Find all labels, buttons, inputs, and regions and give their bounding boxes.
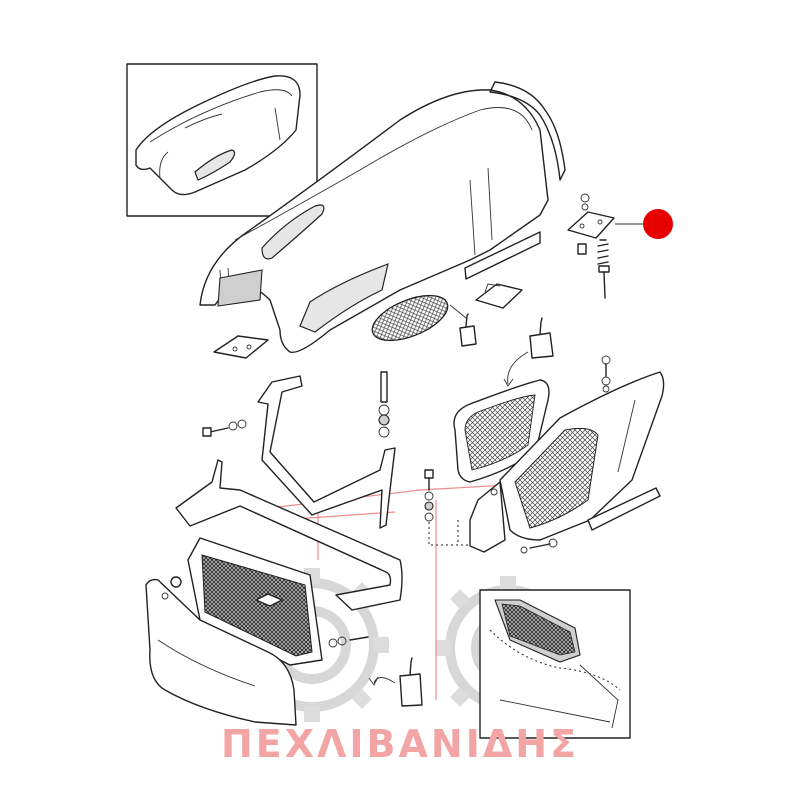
side-rod	[587, 487, 661, 531]
side-panel-hinge	[469, 481, 506, 553]
bolt-washer-left	[202, 419, 247, 437]
bolt-stack-center	[378, 371, 390, 438]
bolt-set-panel	[520, 355, 611, 554]
side-panel-cover	[499, 371, 665, 541]
hood-seal-strip-left	[464, 231, 541, 280]
watermark-text: ΠΕΧΛΙΒΑΝΙΔΗΣ	[220, 722, 580, 766]
highlight-marker-dot	[643, 209, 673, 239]
insulation-pad-small	[217, 269, 263, 307]
hood-side-panel-mesh	[371, 294, 449, 342]
support-bracket-lower	[175, 459, 403, 611]
inset-bumper-detail	[479, 589, 631, 739]
inset-hood-overview	[126, 63, 318, 217]
hood-bracket-plate-left	[213, 335, 269, 359]
front-bumper	[145, 576, 297, 726]
adhesive-bottle-lower	[399, 657, 423, 707]
arrows	[368, 351, 529, 686]
bolt-stack-lower	[424, 469, 470, 546]
support-bracket-upper	[257, 375, 396, 529]
adhesive-bottle-large	[529, 317, 554, 359]
radiator-grille	[187, 537, 369, 666]
hood-latch-assembly	[567, 193, 615, 299]
adhesive-bottle-small	[449, 304, 477, 347]
hood-bracket-plate-right	[475, 283, 523, 309]
hood-rubber-strip	[489, 81, 566, 181]
